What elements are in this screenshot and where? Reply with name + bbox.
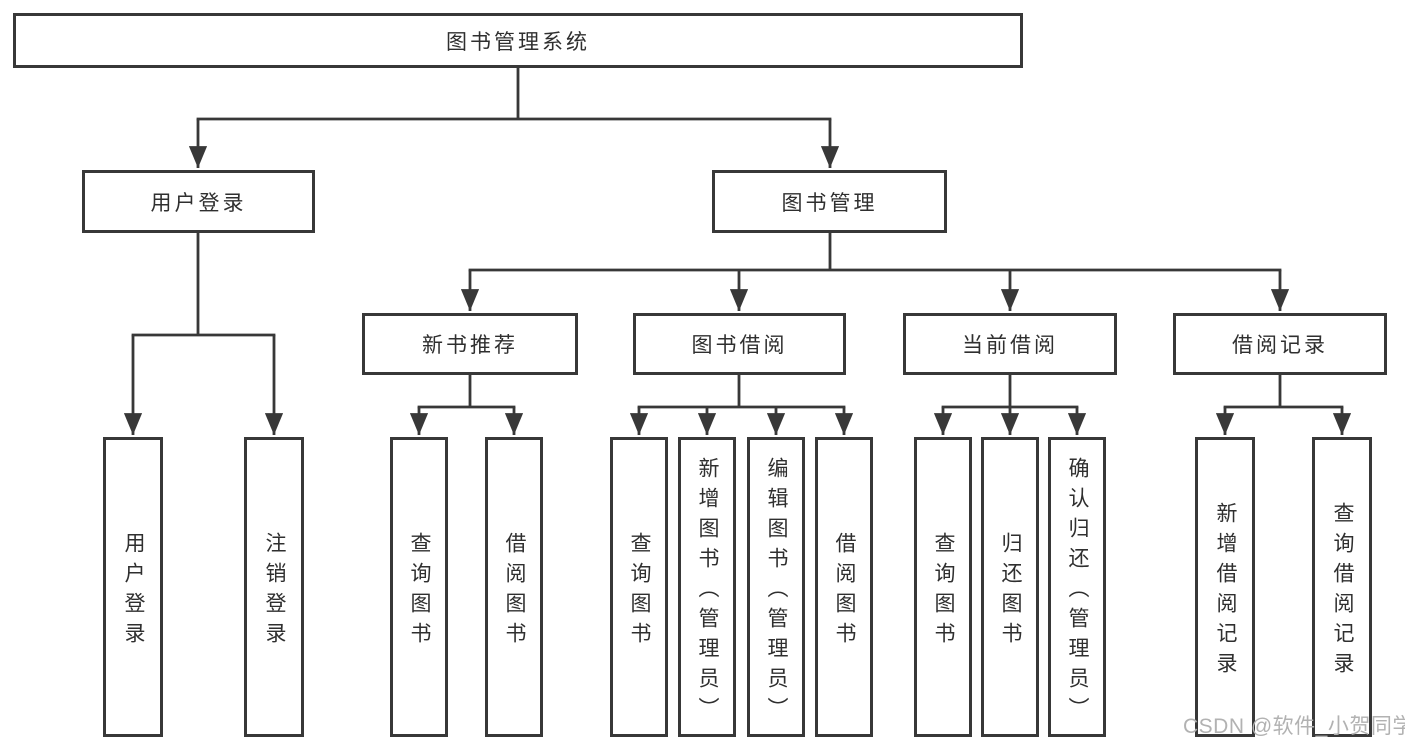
leaf-confirm-return-admin-label: 确认归还（管理员） <box>1066 456 1089 727</box>
node-current-borrowing-label: 当前借阅 <box>962 334 1058 357</box>
node-book-borrowing: 图书借阅 <box>633 313 846 375</box>
node-borrowing-records-label: 借阅记录 <box>1232 334 1328 357</box>
leaf-add-borrow-record-label: 新增借阅记录 <box>1214 501 1237 682</box>
connectors-borrowing-records <box>1215 375 1352 435</box>
leaf-borrow-books-recommend-label: 借阅图书 <box>503 531 526 652</box>
node-user-login-label: 用户登录 <box>150 191 247 215</box>
leaf-query-borrow-record-label: 查询借阅记录 <box>1331 501 1354 682</box>
leaf-logout-label: 注销登录 <box>263 531 286 652</box>
leaf-query-books-borrowing: 查询图书 <box>610 437 668 737</box>
leaf-return-books: 归还图书 <box>981 437 1039 737</box>
leaf-query-books-current-label: 查询图书 <box>932 531 955 652</box>
leaf-edit-books-admin: 编辑图书（管理员） <box>747 437 805 737</box>
connectors-user-login <box>123 233 284 435</box>
csdn-watermark: CSDN @软件_小贺同学 <box>1183 715 1405 738</box>
leaf-confirm-return-admin: 确认归还（管理员） <box>1048 437 1106 737</box>
connectors-book-management <box>460 233 1290 311</box>
leaf-query-books-recommend-label: 查询图书 <box>408 531 431 652</box>
connectors-new-book-recommend <box>409 375 524 435</box>
node-new-book-recommend-label: 新书推荐 <box>422 334 518 357</box>
node-current-borrowing: 当前借阅 <box>903 313 1117 375</box>
leaf-query-books-current: 查询图书 <box>914 437 972 737</box>
leaf-borrow-books-borrowing: 借阅图书 <box>815 437 873 737</box>
leaf-borrow-books-borrowing-label: 借阅图书 <box>833 531 856 652</box>
node-borrowing-records: 借阅记录 <box>1173 313 1387 375</box>
leaf-borrow-books-recommend: 借阅图书 <box>485 437 543 737</box>
node-root-label: 图书管理系统 <box>446 30 590 54</box>
node-user-login: 用户登录 <box>82 170 315 233</box>
leaf-add-books-admin: 新增图书（管理员） <box>678 437 736 737</box>
connectors-book-borrowing <box>629 375 854 435</box>
connectors-root <box>188 68 840 168</box>
leaf-return-books-label: 归还图书 <box>999 531 1022 652</box>
leaf-query-books-recommend: 查询图书 <box>390 437 448 737</box>
leaf-add-borrow-record: 新增借阅记录 <box>1195 437 1255 737</box>
node-book-management: 图书管理 <box>712 170 947 233</box>
node-book-borrowing-label: 图书借阅 <box>691 334 788 357</box>
connectors-current-borrowing <box>933 375 1087 435</box>
leaf-user-login: 用户登录 <box>103 437 163 737</box>
leaf-user-login-label: 用户登录 <box>122 531 145 652</box>
leaf-query-borrow-record: 查询借阅记录 <box>1312 437 1372 737</box>
leaf-logout: 注销登录 <box>244 437 304 737</box>
leaf-edit-books-admin-label: 编辑图书（管理员） <box>765 456 788 727</box>
node-book-management-label: 图书管理 <box>781 191 878 215</box>
node-root-system: 图书管理系统 <box>13 13 1023 68</box>
leaf-add-books-admin-label: 新增图书（管理员） <box>696 456 719 727</box>
leaf-query-books-borrowing-label: 查询图书 <box>628 531 651 652</box>
node-new-book-recommend: 新书推荐 <box>362 313 578 375</box>
